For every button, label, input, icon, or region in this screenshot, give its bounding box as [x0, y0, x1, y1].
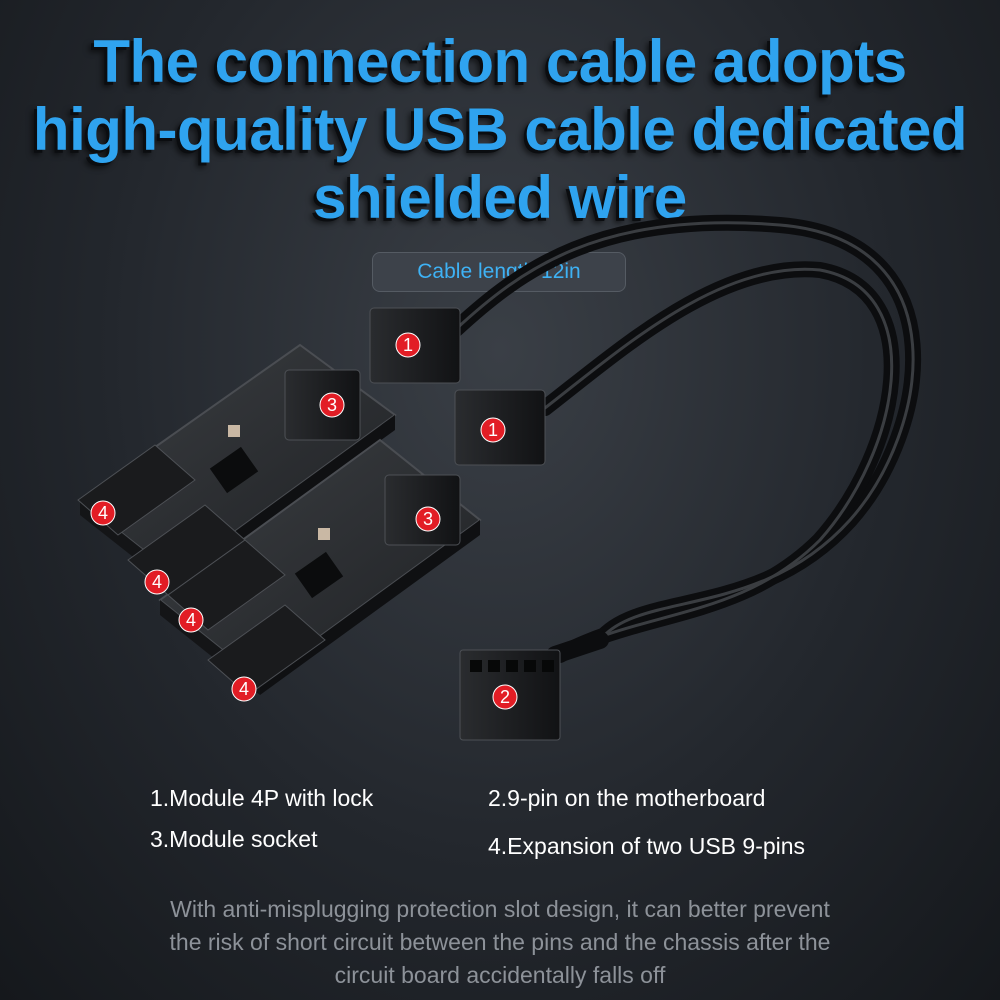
- badge-1b: 1: [480, 417, 506, 443]
- badge-4a-label: 4: [98, 503, 108, 523]
- badge-4d: 4: [231, 676, 257, 702]
- badge-4a: 4: [90, 500, 116, 526]
- badge-4c: 4: [178, 607, 204, 633]
- badge-4b-label: 4: [152, 572, 162, 592]
- badge-3b-label: 3: [423, 509, 433, 529]
- badge-1b-label: 1: [488, 420, 498, 440]
- legend-item-4: 4.Expansion of two USB 9-pins: [488, 833, 806, 859]
- badge-3a: 3: [319, 392, 345, 418]
- note-line-2: the risk of short circuit between the pi…: [169, 929, 831, 955]
- headline-line-2: high-quality USB cable dedicated: [32, 96, 968, 163]
- badge-4c-label: 4: [186, 610, 196, 630]
- usb-headers: [77, 444, 326, 696]
- usb-cable: [447, 214, 921, 664]
- badge-3b: 3: [415, 506, 441, 532]
- badge-2-label: 2: [500, 687, 510, 707]
- badge-1a-label: 1: [403, 335, 413, 355]
- badge-4b: 4: [144, 569, 170, 595]
- badge-2: 2: [492, 684, 518, 710]
- protection-note: With anti-misplugging protection slot de…: [60, 893, 940, 992]
- headline-line-1: The connection cable adopts: [93, 28, 907, 95]
- legend-item-3: 3.Module socket: [150, 826, 318, 852]
- note-line-1: With anti-misplugging protection slot de…: [170, 896, 830, 922]
- badge-1a: 1: [395, 332, 421, 358]
- module-4p-plugs: [369, 307, 546, 466]
- note-line-3: circuit board accidentally falls off: [334, 962, 666, 988]
- headline-line-3: shielded wire: [313, 164, 687, 231]
- headline: The connection cable adopts high-quality…: [0, 28, 1000, 232]
- badge-4d-label: 4: [239, 679, 249, 699]
- legend-item-2: 2.9-pin on the motherboard: [488, 785, 766, 811]
- badge-3a-label: 3: [327, 395, 337, 415]
- legend-item-1: 1.Module 4P with lock: [150, 785, 374, 811]
